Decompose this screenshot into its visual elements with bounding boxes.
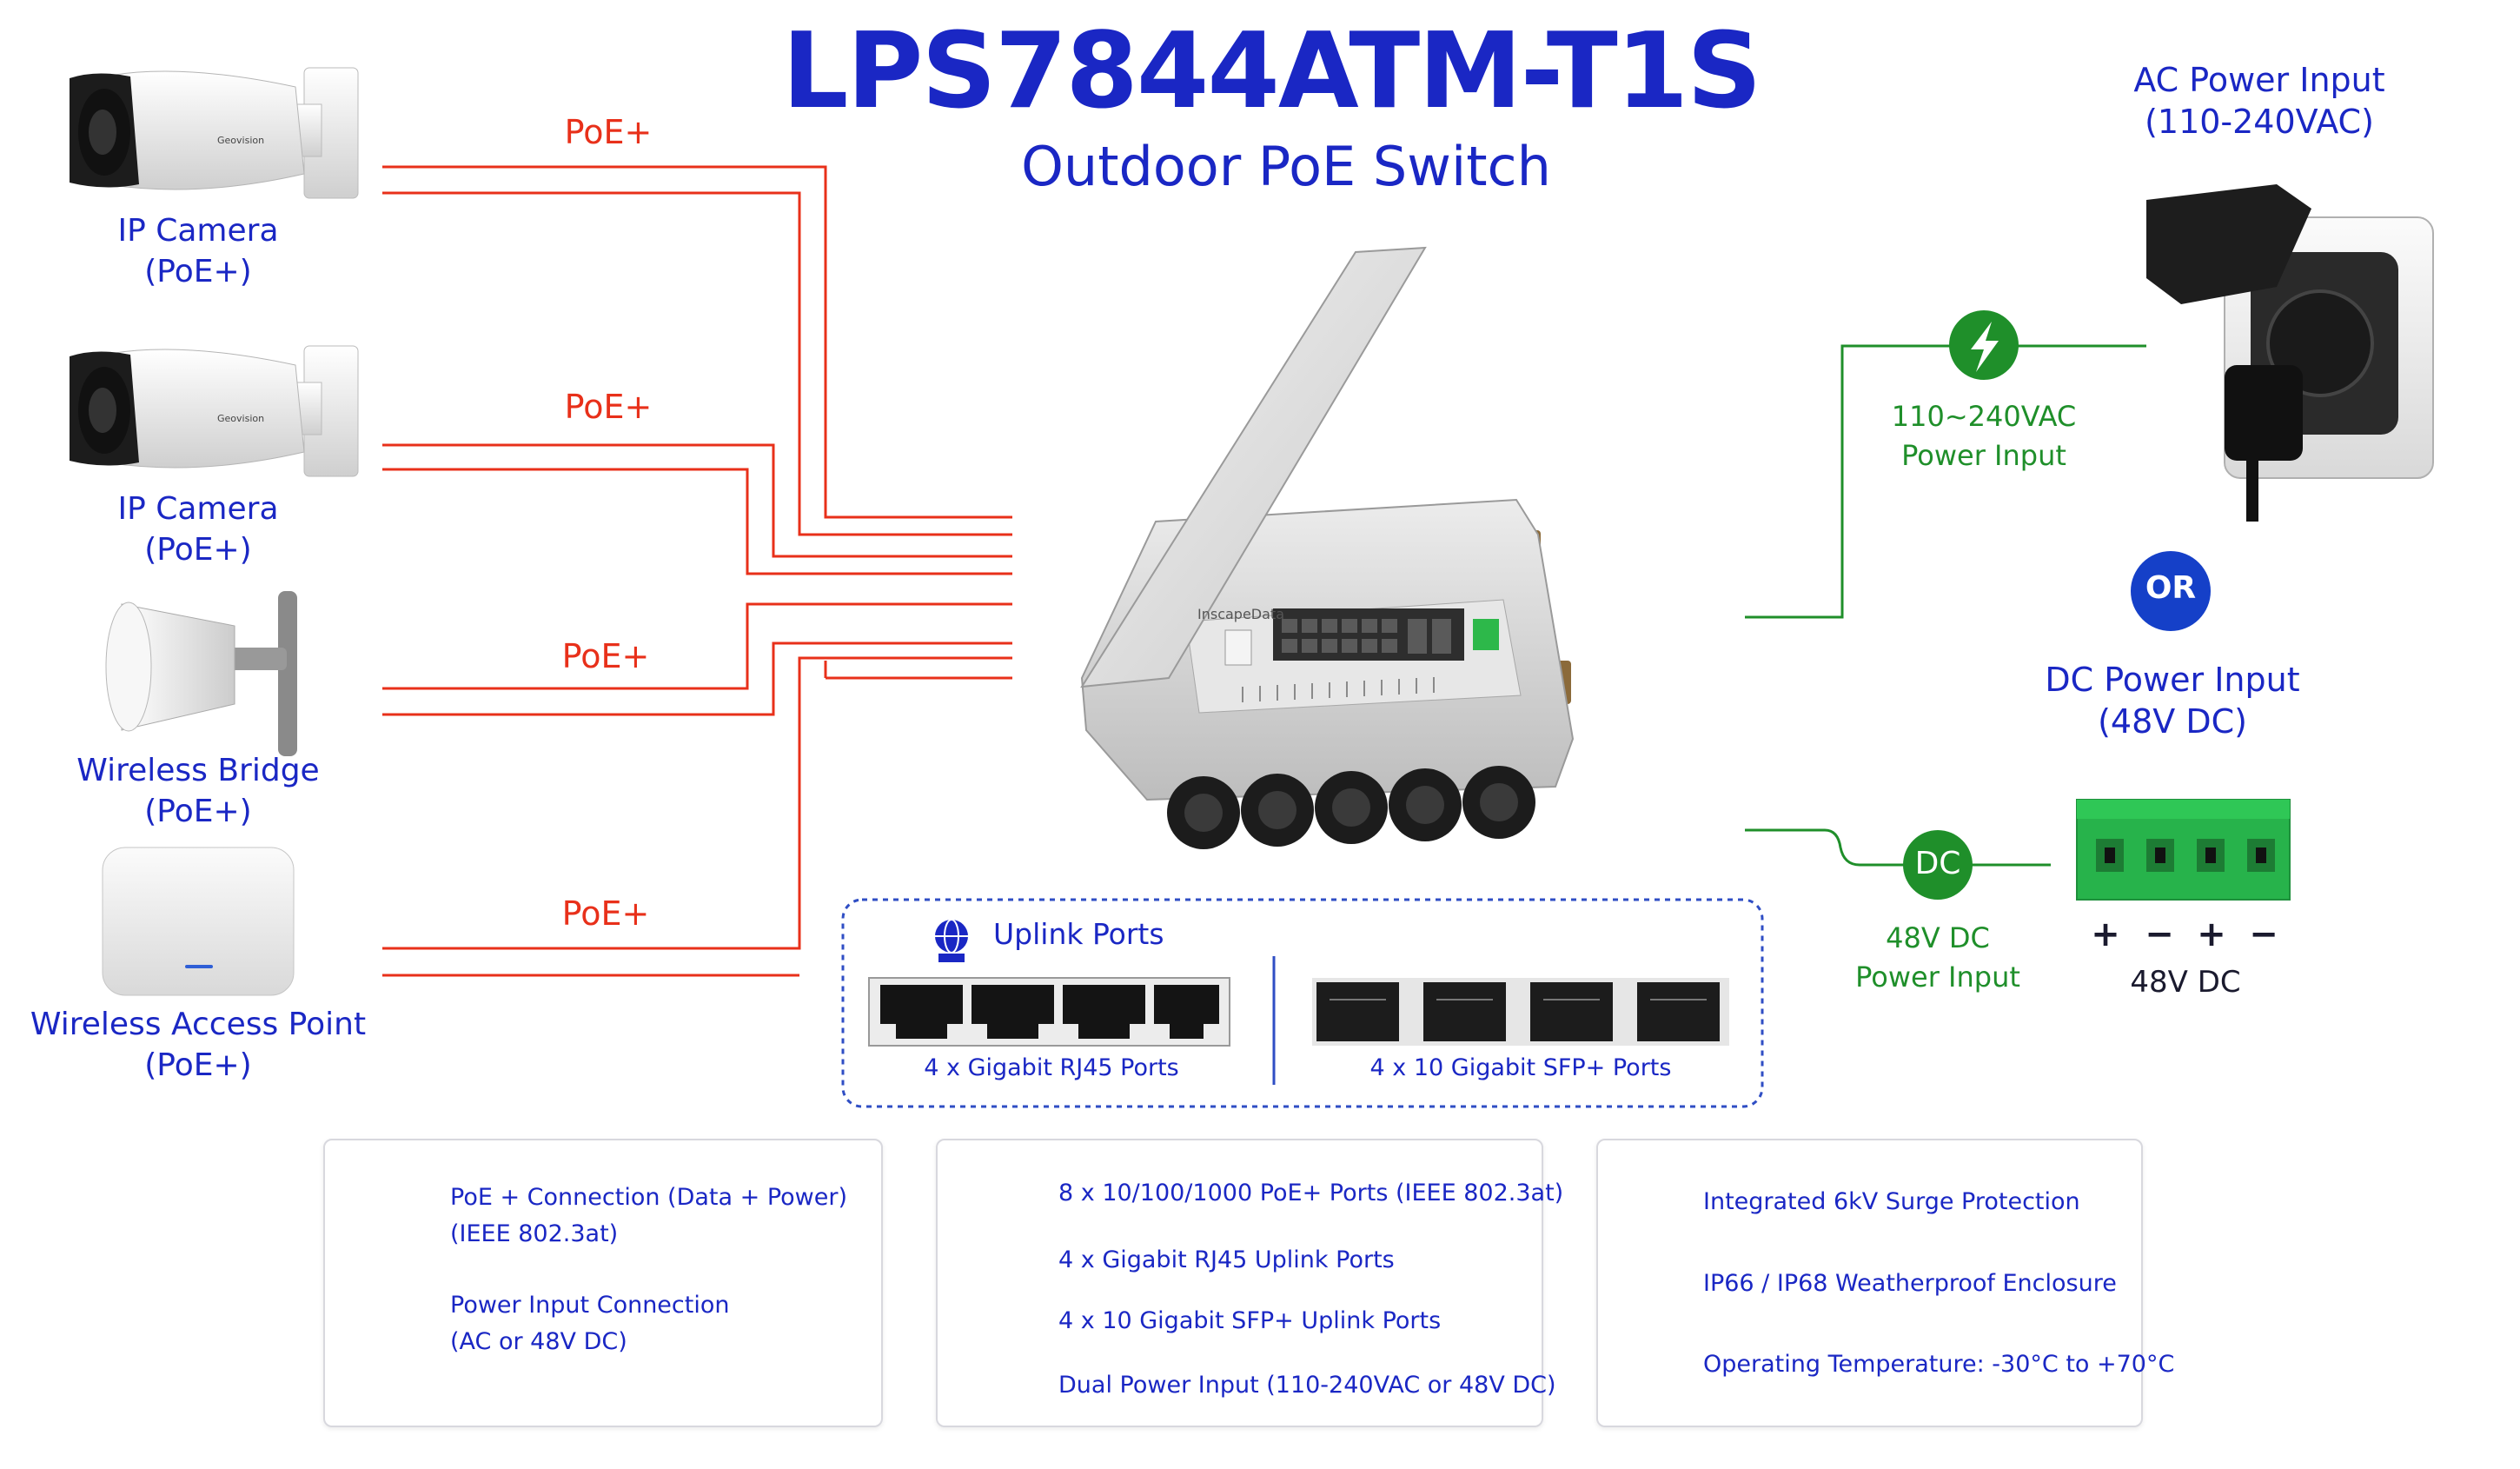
poe-cable: [382, 656, 1012, 950]
poe-cables: [382, 165, 1012, 977]
legend-text: Power Input Connection: [450, 1292, 730, 1319]
ac-power-cable: [1745, 344, 2146, 619]
terminal-label: 48V DC: [2130, 965, 2241, 1000]
terminal-sign: +: [2091, 914, 2120, 954]
device-name: Wireless Access Point: [30, 1007, 367, 1042]
poe-cable: [382, 443, 1012, 558]
uplink-globe-icon: [935, 919, 968, 962]
legend-text: Dual Power Input (110-240VAC or 48V DC): [1058, 1372, 1556, 1399]
ac-line-label: 110~240VAC: [1891, 400, 2077, 433]
sfp-port-group: [1312, 978, 1729, 1046]
legend-text: PoE + Connection (Data + Power): [450, 1184, 847, 1211]
legend-text: Integrated 6kV Surge Protection: [1703, 1188, 2080, 1215]
camera-brand-text: Geovision: [217, 135, 264, 146]
ac-power-range: (110-240VAC): [2145, 103, 2374, 141]
ac-outlet-image: [2146, 184, 2434, 522]
uplink-title: Uplink Ports: [993, 917, 1164, 951]
dc-line-label: 48V DC: [1886, 921, 1990, 954]
access-point-image: [102, 847, 295, 996]
feature-legend-box: [1596, 1139, 2143, 1427]
terminal-sign: −: [2249, 914, 2278, 954]
legend-text: (IEEE 802.3at): [450, 1220, 619, 1247]
legend-text: 8 x 10/100/1000 PoE+ Ports (IEEE 802.3at…: [1058, 1180, 1564, 1206]
terminal-sign: −: [2145, 914, 2174, 954]
port-legend-box: [936, 1139, 1543, 1427]
device-type: (PoE+): [144, 254, 252, 289]
legend-text: 4 x 10 Gigabit SFP+ Uplink Ports: [1058, 1307, 1442, 1334]
uplink-ports-panel: [841, 898, 1764, 1108]
device-type: (PoE+): [144, 1047, 252, 1083]
legend-text: Operating Temperature: -30°C to +70°C: [1703, 1351, 2175, 1378]
legend-text: (AC or 48V DC): [450, 1328, 627, 1355]
poe-cable: [382, 602, 1012, 690]
or-label: OR: [2145, 570, 2197, 606]
ac-line-label: Power Input: [1901, 439, 2066, 472]
wireless-bridge-image: [105, 591, 297, 756]
sfp-label: 4 x 10 Gigabit SFP+ Ports: [1369, 1054, 1672, 1081]
poe-link-label: PoE+: [561, 894, 650, 933]
ip-camera-image-1: Geovision: [70, 67, 359, 199]
page-subtitle: Outdoor PoE Switch: [1021, 135, 1551, 198]
dc-power-badge: [1903, 830, 1973, 900]
device-name: Wireless Bridge: [76, 753, 320, 788]
device-name: IP Camera: [117, 491, 279, 527]
poe-cable: [382, 641, 1012, 716]
camera-brand-text: Geovision: [217, 413, 264, 424]
legend-text: 4 x Gigabit RJ45 Uplink Ports: [1058, 1246, 1395, 1273]
poe-cable: [382, 468, 1012, 575]
poe-cable: [382, 191, 1012, 536]
dc-terminal-block-image: [2076, 799, 2291, 901]
line-legend-box: [323, 1139, 883, 1427]
poe-link-label: PoE+: [564, 113, 653, 151]
rj45-label: 4 x Gigabit RJ45 Ports: [924, 1054, 1179, 1081]
dc-power-cable: [1745, 828, 2051, 867]
page-title: LPS7844ATM-T1S: [782, 11, 1762, 132]
ac-power-title: AC Power Input: [2133, 61, 2385, 99]
ip-camera-image-2: Geovision: [70, 345, 359, 477]
device-type: (PoE+): [144, 532, 252, 568]
device-name: IP Camera: [117, 213, 279, 249]
lightning-icon: [1971, 322, 1999, 372]
terminal-sign: +: [2197, 914, 2226, 954]
poe-link-label: PoE+: [561, 637, 650, 675]
dc-badge-label: DC: [1914, 846, 1961, 881]
poe-cable: [382, 165, 1012, 519]
switch-enclosure-image: InscapeData: [1080, 246, 1575, 849]
dc-power-range: (48V DC): [2098, 702, 2247, 741]
rj45-port-group: [868, 977, 1230, 1047]
dc-line-label: Power Input: [1855, 960, 2020, 994]
device-type: (PoE+): [144, 794, 252, 829]
dc-power-title: DC Power Input: [2045, 661, 2300, 699]
enclosure-brand-text: InscapeData: [1197, 606, 1284, 622]
poe-link-label: PoE+: [564, 388, 653, 426]
legend-text: IP66 / IP68 Weatherproof Enclosure: [1703, 1270, 2117, 1297]
or-badge: [2131, 551, 2211, 631]
